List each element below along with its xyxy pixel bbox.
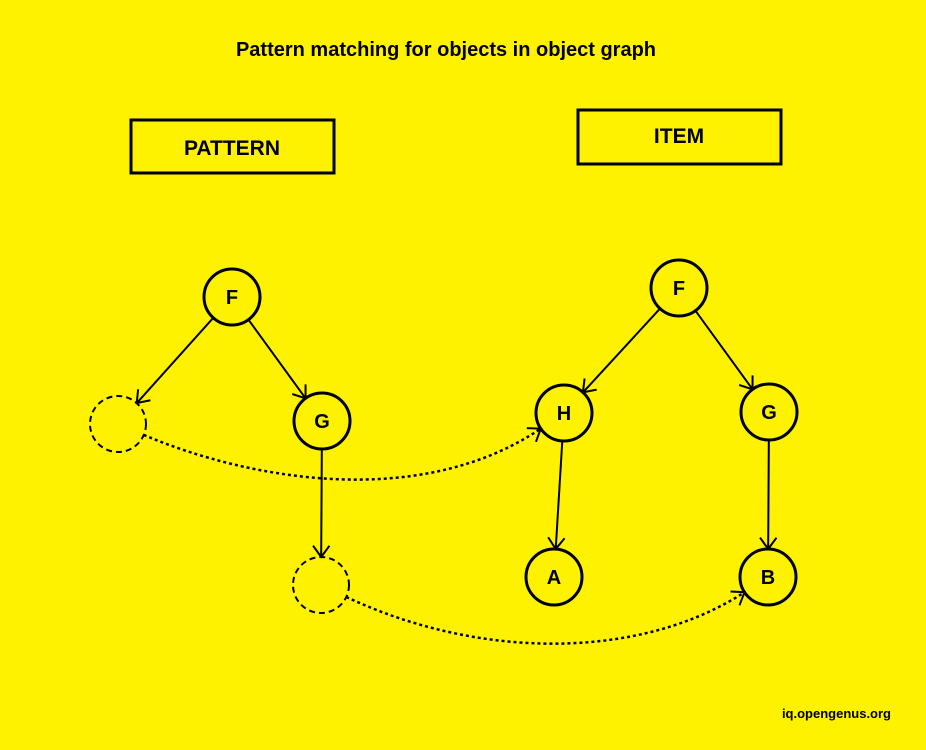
watermark: iq.opengenus.org <box>782 706 891 721</box>
item-node-ig: G <box>739 382 799 442</box>
pattern-node-pu2 <box>292 556 350 614</box>
item-node-ih: H <box>534 383 594 443</box>
pattern-edge-pf-pg <box>247 319 307 399</box>
pattern-node-pu1 <box>89 395 147 453</box>
pattern-box-label: PATTERN <box>184 137 280 160</box>
pattern-node-pg: G <box>292 391 352 451</box>
graph-edges <box>135 307 778 559</box>
item-node-label-ia: A <box>547 567 561 589</box>
item-node-circle-ig <box>739 382 799 442</box>
match-arrowhead-pu2-ib <box>730 590 746 606</box>
item-node-label-ig: G <box>761 402 777 424</box>
item-node-circle-ia <box>524 547 584 607</box>
pattern-node-label-pg: G <box>314 411 330 433</box>
item-edge-if-ig <box>694 310 754 390</box>
pattern-node-circle-pu1 <box>89 395 147 453</box>
item-node-circle-ih <box>534 383 594 443</box>
item-box-label: ITEM <box>654 125 704 148</box>
match-connectors <box>143 427 746 645</box>
match-connector-pu2-ib <box>345 591 746 645</box>
pattern-edge-pg-pu2 <box>320 448 323 558</box>
diagram-title: Pattern matching for objects in object g… <box>236 39 656 61</box>
item-node-circle-ib <box>738 547 798 607</box>
pattern-node-circle-pg <box>292 391 352 451</box>
pattern-edge-pf-pu1 <box>135 317 215 404</box>
item-node-ia: A <box>524 547 584 607</box>
item-node-ib: B <box>738 547 798 607</box>
item-node-label-ib: B <box>761 567 775 589</box>
item-edge-ig-ib <box>767 439 770 550</box>
pattern-box-frame <box>129 118 336 175</box>
item-edge-if-ih <box>582 307 661 394</box>
pattern-box: PATTERN <box>129 118 336 175</box>
item-node-if: F <box>649 258 709 318</box>
item-node-label-if: F <box>673 278 685 300</box>
graph-nodes: F G F H G A B <box>89 258 799 614</box>
pattern-node-pf: F <box>202 267 262 327</box>
item-node-circle-if <box>649 258 709 318</box>
item-edge-ih-ia <box>554 440 564 550</box>
item-box-frame <box>576 108 783 166</box>
pattern-node-label-pf: F <box>226 287 238 309</box>
item-node-label-ih: H <box>557 403 571 425</box>
item-box: ITEM <box>576 108 783 166</box>
match-connector-pu1-ih <box>143 427 542 481</box>
pattern-node-circle-pf <box>202 267 262 327</box>
pattern-node-circle-pu2 <box>292 556 350 614</box>
